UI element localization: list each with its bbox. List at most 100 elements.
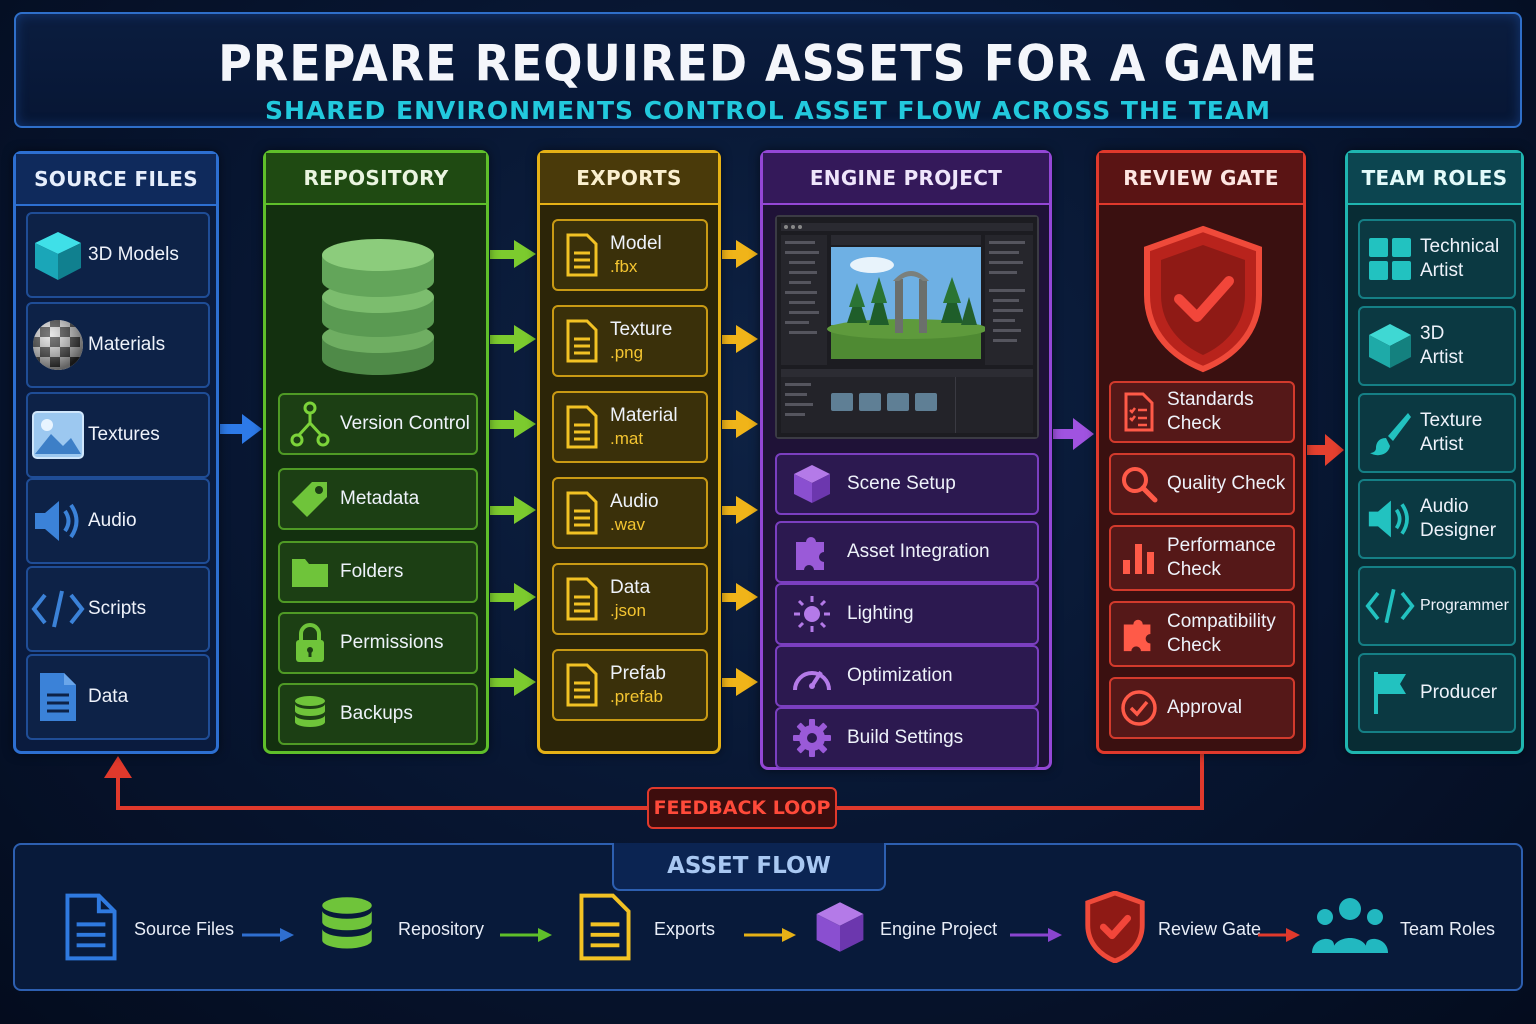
column-review-gate: REVIEW GATE Standards Check Quality Chec… [1096, 150, 1306, 754]
feedback-loop-line [116, 754, 1204, 810]
repo-item-folders[interactable]: Folders [278, 541, 478, 603]
engine-item-optimization[interactable]: Optimization [775, 645, 1039, 707]
brush-icon [1360, 410, 1420, 456]
speaker-icon [1360, 496, 1420, 542]
header-banner: PREPARE REQUIRED ASSETS FOR A GAME SHARE… [14, 12, 1522, 128]
export-item-model[interactable]: Model.fbx [552, 219, 708, 291]
column-title: ENGINE PROJECT [763, 153, 1049, 205]
flow-step-exports: Exports [576, 892, 715, 966]
cube-icon [1360, 322, 1420, 370]
document-icon [554, 405, 610, 449]
database-icon [316, 225, 440, 390]
magnifier-icon [1111, 465, 1167, 503]
engine-item-scene-setup[interactable]: Scene Setup [775, 453, 1039, 515]
shield-check-icon [1084, 889, 1146, 968]
checker-sphere-icon [28, 317, 88, 373]
export-item-texture[interactable]: Texture.png [552, 305, 708, 377]
database-icon [316, 894, 378, 965]
team-item-technical-artist[interactable]: Technical Artist [1358, 219, 1516, 299]
cube-icon [28, 228, 88, 282]
repo-item-permissions[interactable]: Permissions [278, 612, 478, 674]
document-icon [554, 491, 610, 535]
code-icon [1360, 585, 1420, 627]
database-icon [280, 694, 340, 734]
bar-chart-icon [1111, 540, 1167, 576]
gear-icon [777, 718, 847, 758]
column-engine-project: ENGINE PROJECT [760, 150, 1052, 770]
document-icon [28, 671, 88, 723]
grid-icon [1360, 236, 1420, 282]
source-item-textures[interactable]: Textures [26, 392, 210, 478]
document-icon [62, 893, 120, 966]
flow-arrow-4 [1010, 928, 1062, 942]
column-team-roles: TEAM ROLES Technical Artist 3D Artist Te… [1345, 150, 1524, 754]
repo-item-backups[interactable]: Backups [278, 683, 478, 745]
engine-item-lighting[interactable]: Lighting [775, 583, 1039, 645]
source-item-scripts[interactable]: Scripts [26, 566, 210, 652]
check-circle-icon [1111, 689, 1167, 727]
document-icon [554, 233, 610, 277]
checklist-icon [1111, 392, 1167, 432]
code-icon [28, 587, 88, 631]
branch-icon [280, 401, 340, 447]
flow-arrow-2 [500, 928, 552, 942]
cube-icon [814, 899, 866, 960]
column-title: TEAM ROLES [1348, 153, 1521, 205]
team-item-3d-artist[interactable]: 3D Artist [1358, 306, 1516, 386]
arrows-exports-to-engine [722, 240, 758, 696]
document-icon [554, 577, 610, 621]
review-item-quality-check[interactable]: Quality Check [1109, 453, 1295, 515]
document-icon [554, 319, 610, 363]
team-item-audio-designer[interactable]: Audio Designer [1358, 479, 1516, 559]
column-title: REVIEW GATE [1099, 153, 1303, 205]
engine-item-asset-integration[interactable]: Asset Integration [775, 521, 1039, 583]
export-item-prefab[interactable]: Prefab.prefab [552, 649, 708, 721]
column-repository: REPOSITORY Version Control Metadata Fo [263, 150, 489, 754]
arrow-review-to-team [1307, 434, 1344, 466]
export-item-data[interactable]: Data.json [552, 563, 708, 635]
team-item-programmer[interactable]: Programmer [1358, 566, 1516, 646]
engine-item-build-settings[interactable]: Build Settings [775, 707, 1039, 769]
source-item-materials[interactable]: Materials [26, 302, 210, 388]
tag-icon [280, 479, 340, 519]
repo-item-version-control[interactable]: Version Control [278, 393, 478, 455]
source-item-audio[interactable]: Audio [26, 478, 210, 564]
review-item-compatibility-check[interactable]: Compatibility Check [1109, 601, 1295, 667]
sun-icon [777, 594, 847, 634]
lock-icon [280, 622, 340, 664]
column-title: REPOSITORY [266, 153, 486, 205]
flow-arrow-5 [1258, 928, 1300, 942]
flow-step-repository: Repository [316, 892, 484, 966]
cube-icon [777, 463, 847, 505]
team-item-texture-artist[interactable]: Texture Artist [1358, 393, 1516, 473]
feedback-arrowhead [104, 756, 132, 778]
repo-item-metadata[interactable]: Metadata [278, 468, 478, 530]
engine-editor-screenshot [775, 215, 1039, 439]
flow-step-review-gate: Review Gate [1084, 889, 1261, 968]
flow-step-engine-project: Engine Project [814, 892, 997, 966]
export-item-audio[interactable]: Audio.wav [552, 477, 708, 549]
source-item-3d-models[interactable]: 3D Models [26, 212, 210, 298]
column-title: SOURCE FILES [16, 154, 216, 206]
folder-icon [280, 555, 340, 589]
arrow-source-to-repo [220, 414, 262, 444]
page-subtitle: SHARED ENVIRONMENTS CONTROL ASSET FLOW A… [264, 96, 1272, 125]
export-item-material[interactable]: Material.mat [552, 391, 708, 463]
puzzle-icon [777, 532, 847, 572]
review-item-performance-check[interactable]: Performance Check [1109, 525, 1295, 591]
arrow-engine-to-review [1053, 418, 1094, 450]
asset-flow-title: ASSET FLOW [612, 843, 886, 891]
review-item-standards-check[interactable]: Standards Check [1109, 381, 1295, 443]
source-item-data[interactable]: Data [26, 654, 210, 740]
puzzle-icon [1111, 615, 1167, 653]
team-item-producer[interactable]: Producer [1358, 653, 1516, 733]
speaker-icon [28, 496, 88, 546]
team-group-icon [1310, 895, 1390, 964]
review-item-approval[interactable]: Approval [1109, 677, 1295, 739]
gauge-icon [777, 658, 847, 694]
shield-check-icon [1141, 225, 1265, 378]
flow-step-team-roles: Team Roles [1310, 892, 1495, 966]
image-icon [28, 410, 88, 460]
flow-arrow-1 [242, 928, 294, 942]
